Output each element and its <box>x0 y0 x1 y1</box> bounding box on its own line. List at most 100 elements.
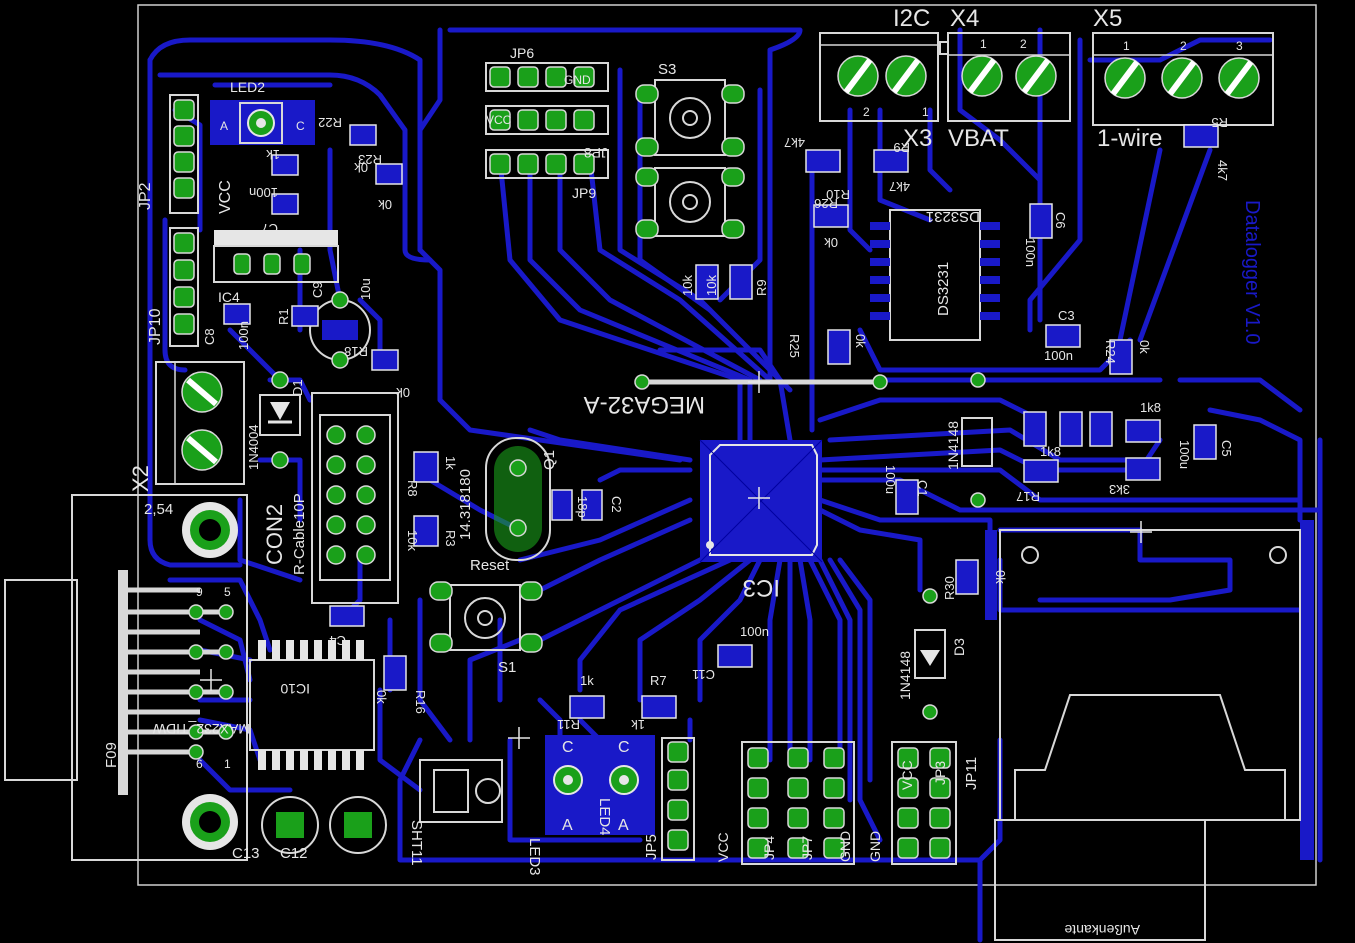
mcu-ic3 <box>699 439 823 563</box>
c1-value: 100u <box>883 465 898 494</box>
button-s3b <box>635 167 745 239</box>
r-1k-value: 1k <box>266 147 280 162</box>
d1-value: 1N4004 <box>246 424 261 470</box>
label-r22: R22 <box>318 115 342 130</box>
diode-d1 <box>259 371 301 469</box>
rtc-ds3231 <box>870 209 1000 341</box>
r10k-value-b: 10k <box>704 275 719 296</box>
label-r18: R18 <box>344 344 368 359</box>
label-rcable: R-Cable10P <box>291 493 308 575</box>
crystal-value: 14.318180 <box>457 469 474 540</box>
label-c3: C3 <box>1058 308 1075 323</box>
label-pitch: 2,54 <box>144 501 173 518</box>
jp8-vcc: VCC <box>486 113 512 127</box>
label-reset: Reset <box>470 557 510 574</box>
x4-pin1: 1 <box>980 37 987 51</box>
x5-pin3: 3 <box>1236 39 1243 53</box>
c11-value: 100n <box>740 624 769 639</box>
label-r17: R17 <box>1016 489 1040 504</box>
label-r11: R11 <box>557 717 580 732</box>
label-f09: F09 <box>103 742 120 768</box>
led2-cathode: C <box>296 119 305 133</box>
label-r9b: R9 <box>893 140 910 155</box>
r10-value: 4k7 <box>784 135 805 150</box>
label-c2: C2 <box>609 496 624 513</box>
label-c11: C11 <box>692 667 715 682</box>
r3-value: 10k <box>405 530 420 551</box>
label-c7: C7 <box>261 221 278 236</box>
sensor-sht11 <box>419 759 503 823</box>
board-edge-label: Außenkante <box>1064 922 1140 938</box>
header-jp5 <box>661 737 695 861</box>
i2c-pin1: 1 <box>922 105 929 119</box>
jp3-gnd: GND <box>867 831 883 862</box>
r23-value: 0k <box>378 197 392 212</box>
header-jp4-jp7 <box>741 741 855 865</box>
x4-pin2: 2 <box>1020 37 1027 51</box>
terminal-x5 <box>1092 32 1274 126</box>
r25-value: 0k <box>853 334 868 348</box>
d2-value: 1N4148 <box>945 421 961 470</box>
con2-ribbon <box>311 392 399 604</box>
label-r25: R25 <box>787 334 802 358</box>
label-r24: R24 <box>1103 340 1118 364</box>
label-c4: C4 <box>329 633 346 648</box>
header-jp2 <box>169 94 199 214</box>
i2c-pin2: 2 <box>863 105 870 119</box>
r8-value: 1k <box>443 456 458 470</box>
header-jp10 <box>169 227 199 347</box>
label-r30: R30 <box>942 576 957 600</box>
label-x4: X4 <box>950 5 979 32</box>
diode-d3 <box>914 588 946 720</box>
label-vbat: VBAT <box>948 125 1009 152</box>
label-max232: MAX232_TIDW <box>152 721 250 737</box>
r16-value: 0k <box>374 690 389 704</box>
label-d1: D1 <box>290 379 305 396</box>
c2-value: 18p <box>575 496 590 518</box>
r24-value: 0k <box>1137 340 1152 354</box>
label-jp5: JP5 <box>643 834 660 860</box>
label-ds3231-body: DS3231 <box>935 262 952 316</box>
label-c6: C6 <box>1053 212 1068 229</box>
origin-markers <box>200 371 1152 749</box>
label-sht11: SHT11 <box>408 820 425 866</box>
label-led4: LED4 <box>596 798 613 836</box>
label-ds3231: DS3231 <box>926 208 980 225</box>
led3-led4 <box>553 765 639 795</box>
x5-pin2: 2 <box>1180 39 1187 53</box>
r17-value: 1k8 <box>1040 444 1061 459</box>
header-jp6 <box>485 62 609 92</box>
label-r8: R8 <box>405 480 420 497</box>
label-c5: C5 <box>1219 440 1234 457</box>
r22-value: 0k <box>354 160 368 175</box>
label-s1: S1 <box>498 659 516 676</box>
label-jp7: JP7 <box>799 836 815 860</box>
header-jp3-jp11 <box>891 741 957 865</box>
label-r1: R1 <box>276 308 291 325</box>
db9-connector <box>4 494 248 861</box>
label-r16: R16 <box>413 690 428 714</box>
r30-value: 0k <box>993 570 1008 584</box>
cap-c12-c13 <box>261 796 387 854</box>
label-i2c: I2C <box>893 5 930 32</box>
label-r9: R9 <box>754 279 769 296</box>
r18-value: 0k <box>396 385 410 400</box>
label-led2: LED2 <box>230 79 265 95</box>
db9-pin5: 5 <box>224 585 231 599</box>
r26-value: 0k <box>824 235 838 250</box>
label-jp8: JP8 <box>584 145 608 161</box>
jp7-gnd: GND <box>837 831 853 862</box>
r19-value: 3k3 <box>1109 482 1130 497</box>
diode-d2 <box>961 372 993 508</box>
r5-value: 4k7 <box>1215 160 1230 181</box>
x5-pin1: 1 <box>1123 39 1130 53</box>
db9-pin6: 6 <box>196 757 203 771</box>
label-jp3: JP3 <box>932 761 948 785</box>
led4-anode: A <box>618 817 629 834</box>
terminal-i2c <box>819 32 949 122</box>
terminal-x4 <box>947 32 1071 122</box>
label-ic3: IC3 <box>743 574 780 601</box>
sd-card-slot <box>994 529 1301 941</box>
c5-value: 100u <box>1177 440 1192 469</box>
